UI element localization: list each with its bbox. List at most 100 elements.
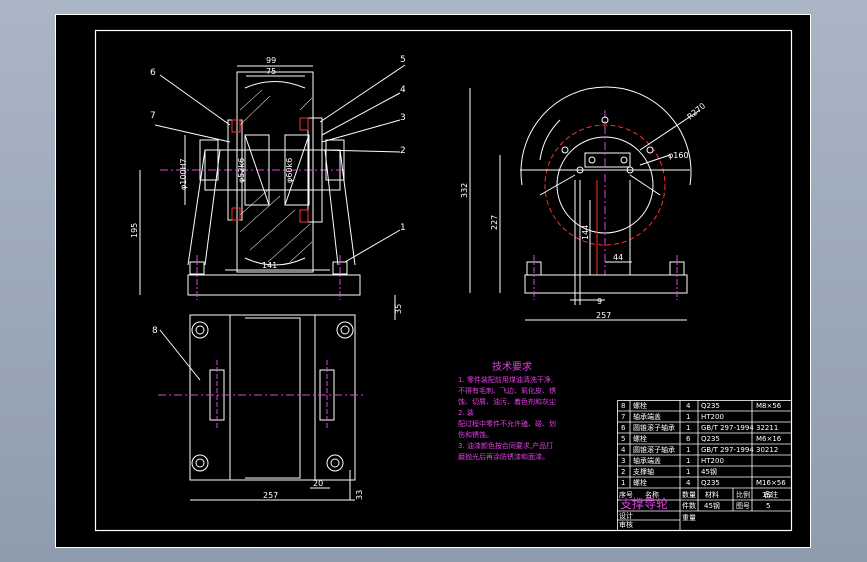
- dim-front-52: φ52k6: [237, 158, 246, 183]
- row-no: 5: [621, 435, 625, 443]
- part-label-2: 2: [400, 146, 406, 156]
- front-view: [139, 64, 406, 320]
- row-remark: M16×56: [756, 479, 786, 487]
- row-material: HT200: [701, 457, 724, 465]
- tech-req-line: 2. 装: [458, 408, 474, 417]
- dim-top-33: 33: [355, 490, 364, 500]
- top-view: [158, 314, 365, 501]
- row-material: HT200: [701, 413, 724, 421]
- technical-requirements: 技术要求 1. 零件装配前用煤油清洗干净, 不得有毛刺、飞边、氧化皮、锈 蚀、切…: [458, 360, 556, 461]
- table-row: 1 螺栓 4 Q235 M16×56: [621, 478, 786, 487]
- dim-top-20: 20: [313, 479, 323, 488]
- part-label-6: 6: [150, 68, 156, 78]
- dim-side-227: 227: [490, 215, 499, 230]
- row-material: GB/T 297-1994: [701, 446, 754, 454]
- sheet-value: 5: [766, 502, 770, 510]
- row-qty: 1: [686, 424, 690, 432]
- material-value: 45钢: [704, 501, 720, 510]
- row-qty: 4: [686, 402, 691, 410]
- parts-list-table: [617, 400, 792, 531]
- title-block: 序号 名称 数量 材料 备注 支撑导轮 45钢 比例 1:2 图号 5 件数 重…: [619, 490, 778, 529]
- row-name: 支撑轴: [633, 467, 654, 476]
- dim-side-332: 332: [460, 183, 469, 198]
- checker-label: 审核: [619, 520, 633, 529]
- dim-front-75: 75: [266, 67, 276, 76]
- part-label-1: 1: [400, 223, 406, 233]
- row-no: 2: [621, 468, 625, 476]
- table-row: 8 螺栓 4 Q235 M8×56: [621, 401, 782, 410]
- row-no: 3: [621, 457, 625, 465]
- dim-front-35: 35: [394, 304, 403, 314]
- row-name: 螺栓: [633, 434, 647, 443]
- row-name: 轴承端盖: [633, 412, 661, 421]
- tech-req-line: 3. 油漆颜色按合同要求,产品打: [458, 441, 553, 450]
- dim-front-195: 195: [130, 223, 139, 238]
- row-no: 8: [621, 402, 625, 410]
- table-row: 3 轴承端盖 1 HT200: [621, 456, 724, 465]
- row-name: 轴承端盖: [633, 456, 661, 465]
- scale-label: 比例: [736, 490, 750, 499]
- table-row: 7 轴承端盖 1 HT200: [621, 412, 724, 421]
- row-name: 螺栓: [633, 401, 647, 410]
- tech-req-line: 伤和锈蚀。: [458, 430, 493, 439]
- row-remark: M6×16: [756, 435, 782, 443]
- row-remark: 32211: [756, 424, 778, 432]
- dim-front-60: φ60k6: [285, 158, 294, 183]
- header-qty: 数量: [682, 490, 696, 499]
- row-no: 6: [621, 424, 626, 432]
- row-material: Q235: [701, 435, 720, 443]
- row-material: Q235: [701, 479, 720, 487]
- row-name: 圆锥滚子轴承: [633, 445, 675, 454]
- row-qty: 4: [686, 479, 691, 487]
- side-view: [469, 86, 701, 321]
- row-material: 45钢: [701, 467, 717, 476]
- row-remark: 30212: [756, 446, 778, 454]
- header-no: 序号: [619, 490, 633, 499]
- part-label-3: 3: [400, 113, 406, 123]
- header-name: 名称: [645, 490, 659, 499]
- table-row: 4 圆锥滚子轴承 1 GB/T 297-1994 30212: [621, 445, 778, 454]
- tech-req-line: 不得有毛刺、飞边、氧化皮、锈: [458, 386, 556, 395]
- dim-side-9: 9: [597, 297, 602, 306]
- dim-side-44: 44: [613, 253, 623, 262]
- drawing-sheet: [55, 14, 811, 548]
- row-qty: 1: [686, 468, 690, 476]
- row-no: 4: [621, 446, 626, 454]
- dim-side-160: φ160: [668, 151, 689, 160]
- header-remark: 备注: [764, 490, 778, 499]
- dim-front-141: 141: [262, 261, 277, 270]
- tech-req-line: 配过程中零件不允许磕、碰、划: [458, 419, 556, 428]
- dim-front-99: 99: [266, 56, 276, 65]
- row-qty: 1: [686, 413, 690, 421]
- part-number-labels: 6 7 5 4 3 2 1 8: [150, 55, 406, 336]
- part-label-8: 8: [152, 326, 158, 336]
- row-remark: M8×56: [756, 402, 782, 410]
- dimension-labels: 99 75 φ100H7 φ52k6 φ60k6 141 195 35 R270…: [130, 56, 707, 500]
- row-qty: 6: [686, 435, 691, 443]
- row-name: 圆锥滚子轴承: [633, 423, 675, 432]
- qty-label: 件数: [682, 501, 696, 510]
- inner-frame: [94, 29, 793, 532]
- table-row: 5 螺栓 6 Q235 M6×16: [621, 434, 782, 443]
- weight-label: 重量: [682, 514, 696, 522]
- table-row: 2 支撑轴 1 45钢: [621, 467, 717, 476]
- tech-req-line: 蚀、切屑、油污、着色剂和灰尘: [458, 397, 556, 406]
- drawing-title: 支撑导轮: [620, 496, 668, 511]
- row-material: Q235: [701, 402, 720, 410]
- row-no: 7: [621, 413, 625, 421]
- sheet-label: 图号: [736, 502, 750, 510]
- part-label-5: 5: [400, 55, 406, 65]
- row-name: 螺栓: [633, 478, 647, 487]
- part-label-7: 7: [150, 111, 156, 121]
- scale-value: 1:2: [762, 491, 773, 499]
- tech-req-title: 技术要求: [492, 360, 532, 373]
- row-material: GB/T 297-1994: [701, 424, 754, 432]
- dim-top-257: 257: [263, 491, 278, 500]
- dim-side-257: 257: [596, 311, 611, 320]
- designer-label: 设计: [619, 511, 633, 520]
- parts-list-rows: 8 螺栓 4 Q235 M8×56 7 轴承端盖 1 HT200 6 圆锥滚子轴…: [621, 401, 786, 487]
- tech-req-line: 磨抛光后再涂防锈漆和面漆。: [458, 452, 549, 461]
- row-qty: 1: [686, 457, 690, 465]
- row-qty: 1: [686, 446, 690, 454]
